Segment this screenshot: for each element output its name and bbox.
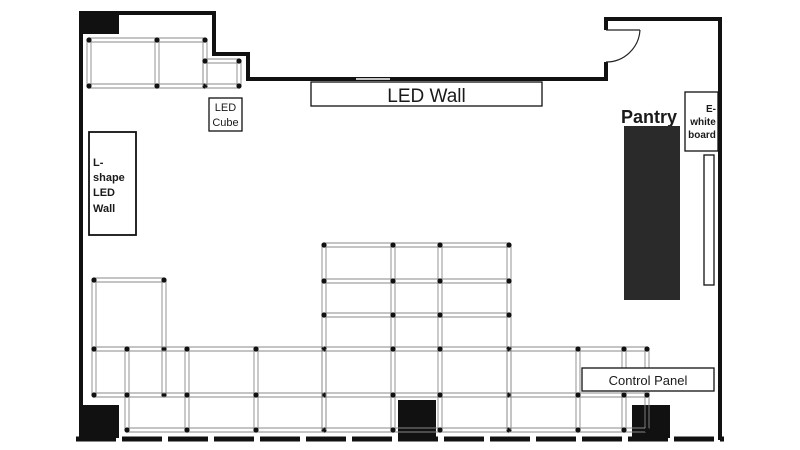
truss-node — [437, 346, 443, 352]
truss-node — [321, 427, 327, 433]
truss-node — [124, 346, 130, 352]
e-whiteboard-label-line1: E- — [706, 104, 716, 115]
led-cube-label-line2: Cube — [212, 117, 238, 129]
wall-right — [604, 17, 722, 440]
block-top-left — [81, 13, 119, 34]
l-shape-label-line4: Wall — [93, 203, 115, 215]
e-whiteboard-label-line2: white — [689, 117, 716, 128]
truss-node — [202, 37, 208, 43]
truss-node — [575, 427, 581, 433]
door — [605, 29, 641, 63]
truss-node — [321, 392, 327, 398]
truss-node — [321, 346, 327, 352]
truss-node — [390, 346, 396, 352]
truss-node — [161, 392, 167, 398]
truss-node — [161, 277, 167, 283]
l-shape-led-wall: L- shape LED Wall — [88, 131, 137, 236]
truss-structure — [86, 37, 650, 433]
truss-node — [390, 278, 396, 284]
truss-node — [506, 312, 512, 318]
truss-node — [644, 392, 650, 398]
truss-node — [86, 83, 92, 89]
l-shape-label-line1: L- — [93, 157, 104, 169]
wall-left-top — [79, 11, 608, 440]
truss-node — [506, 427, 512, 433]
truss-node — [506, 278, 512, 284]
truss-node — [390, 312, 396, 318]
truss-node — [86, 37, 92, 43]
truss-node — [161, 346, 167, 352]
e-whiteboard-label-line3: board — [688, 130, 716, 141]
led-wall-label: LED Wall — [387, 86, 465, 107]
truss-node — [575, 392, 581, 398]
control-panel-label: Control Panel — [609, 373, 688, 388]
truss-left — [91, 277, 167, 398]
truss-node — [154, 37, 160, 43]
truss-node — [506, 392, 512, 398]
truss-node — [202, 83, 208, 89]
l-shape-label-line3: LED — [93, 187, 115, 199]
pantry-label: Pantry — [621, 107, 677, 127]
structural-blocks — [81, 13, 670, 438]
truss-node — [644, 427, 650, 433]
truss-top-left-small — [202, 58, 242, 89]
truss-node — [621, 346, 627, 352]
e-whiteboard: E- white board — [684, 91, 719, 152]
truss-node — [91, 392, 97, 398]
truss-node — [437, 312, 443, 318]
truss-node — [184, 392, 190, 398]
truss-bottom-left — [124, 346, 327, 433]
truss-node — [253, 392, 259, 398]
truss-node — [506, 346, 512, 352]
truss-node — [184, 346, 190, 352]
truss-node — [321, 242, 327, 248]
truss-node — [236, 58, 242, 64]
truss-node — [91, 346, 97, 352]
truss-node — [437, 427, 443, 433]
truss-node — [644, 346, 650, 352]
truss-node — [91, 277, 97, 283]
truss-node — [124, 392, 130, 398]
truss-node — [321, 312, 327, 318]
truss-node — [506, 242, 512, 248]
control-panel: Control Panel — [581, 367, 715, 392]
truss-node — [154, 83, 160, 89]
pantry: Pantry — [621, 107, 680, 300]
led-cube-label-line1: LED — [215, 102, 236, 114]
truss-node — [437, 242, 443, 248]
block-bottom-right — [632, 405, 670, 438]
truss-top-left — [86, 37, 208, 89]
led-wall: LED Wall — [310, 81, 543, 107]
truss-node — [390, 242, 396, 248]
truss-node — [321, 278, 327, 284]
truss-center — [321, 242, 512, 433]
truss-node — [390, 392, 396, 398]
truss-node — [253, 427, 259, 433]
block-bottom-left — [81, 405, 119, 438]
truss-node — [437, 392, 443, 398]
truss-node — [124, 427, 130, 433]
truss-node — [437, 278, 443, 284]
pantry-counter — [624, 126, 680, 300]
truss-node — [184, 427, 190, 433]
truss-node — [621, 427, 627, 433]
truss-node — [202, 58, 208, 64]
led-cube: LED Cube — [208, 97, 243, 132]
truss-node — [253, 346, 259, 352]
truss-node — [390, 427, 396, 433]
l-shape-label-line2: shape — [93, 172, 125, 184]
truss-node — [621, 392, 627, 398]
wall-side-panel — [703, 154, 715, 286]
truss-node — [575, 346, 581, 352]
truss-node — [236, 83, 242, 89]
